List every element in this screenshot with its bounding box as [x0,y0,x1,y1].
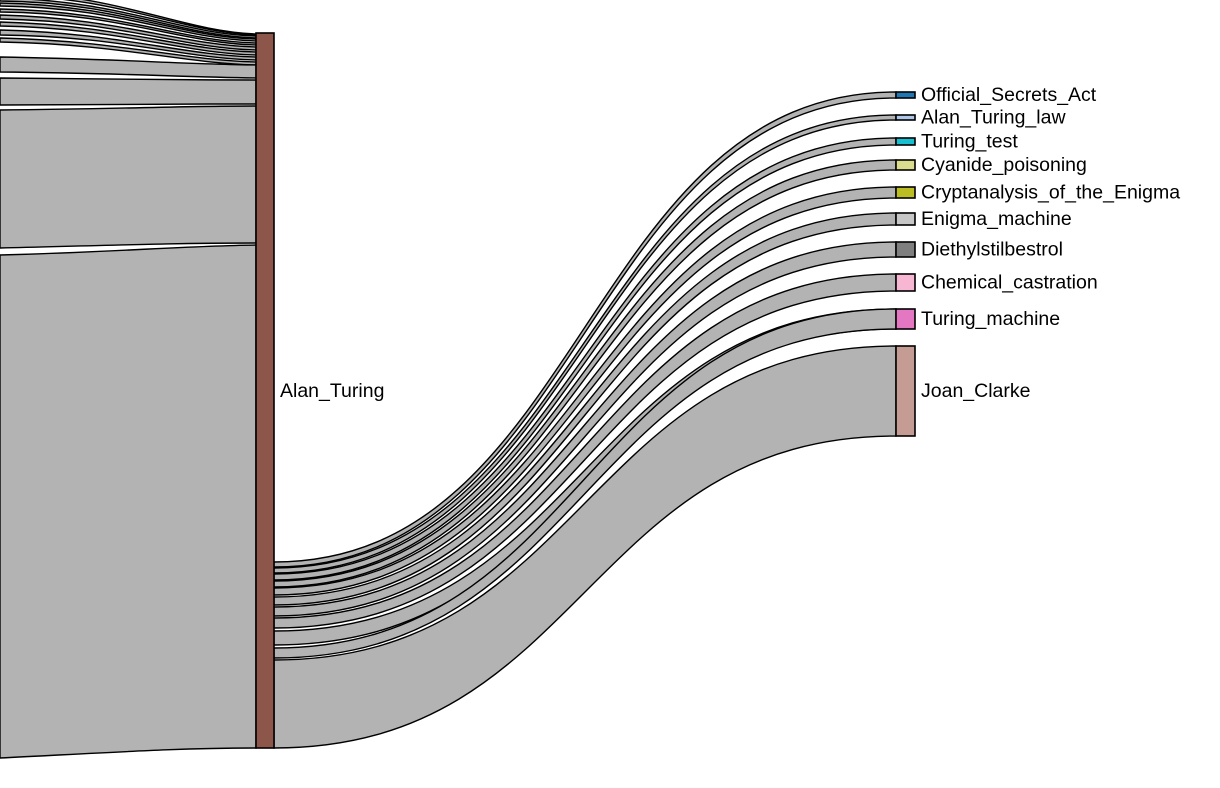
nodes [255,32,916,749]
incoming-link[interactable] [0,244,257,759]
incoming-link[interactable] [0,105,257,249]
node-enigma-machine[interactable] [895,212,916,226]
node-turing-test[interactable] [895,137,916,146]
node-label-alan-turing: Alan_Turing [280,380,384,402]
node-label-chemical-castration: Chemical_castration [921,272,1098,294]
incoming-link[interactable] [0,77,257,106]
node-turing-machine[interactable] [895,308,916,330]
node-chemical-castration[interactable] [895,273,916,292]
incoming-links [0,0,257,759]
node-alan-turing-law[interactable] [895,114,916,121]
node-label-official-secrets-act: Official_Secrets_Act [921,84,1097,106]
node-label-turing-test: Turing_test [921,131,1018,153]
node-label-diethylstilbestrol: Diethylstilbestrol [921,239,1063,261]
node-joan-clarke[interactable] [895,345,916,437]
node-cryptanalysis-of-the-enigma[interactable] [895,186,916,199]
node-label-alan-turing-law: Alan_Turing_law [921,107,1066,129]
node-cyanide-poisoning[interactable] [895,159,916,171]
node-diethylstilbestrol[interactable] [895,241,916,258]
node-label-cryptanalysis-of-the-enigma: Cryptanalysis_of_the_Enigma [921,182,1180,204]
node-label-joan-clarke: Joan_Clarke [921,380,1030,402]
outgoing-links [273,91,897,749]
node-alan-turing[interactable] [255,32,275,749]
node-official-secrets-act[interactable] [895,91,916,99]
labels: Alan_Turing Official_Secrets_ActAlan_Tur… [280,84,1180,402]
node-label-enigma-machine: Enigma_machine [921,208,1072,230]
node-label-turing-machine: Turing_machine [921,308,1060,330]
node-label-cyanide-poisoning: Cyanide_poisoning [921,154,1087,176]
